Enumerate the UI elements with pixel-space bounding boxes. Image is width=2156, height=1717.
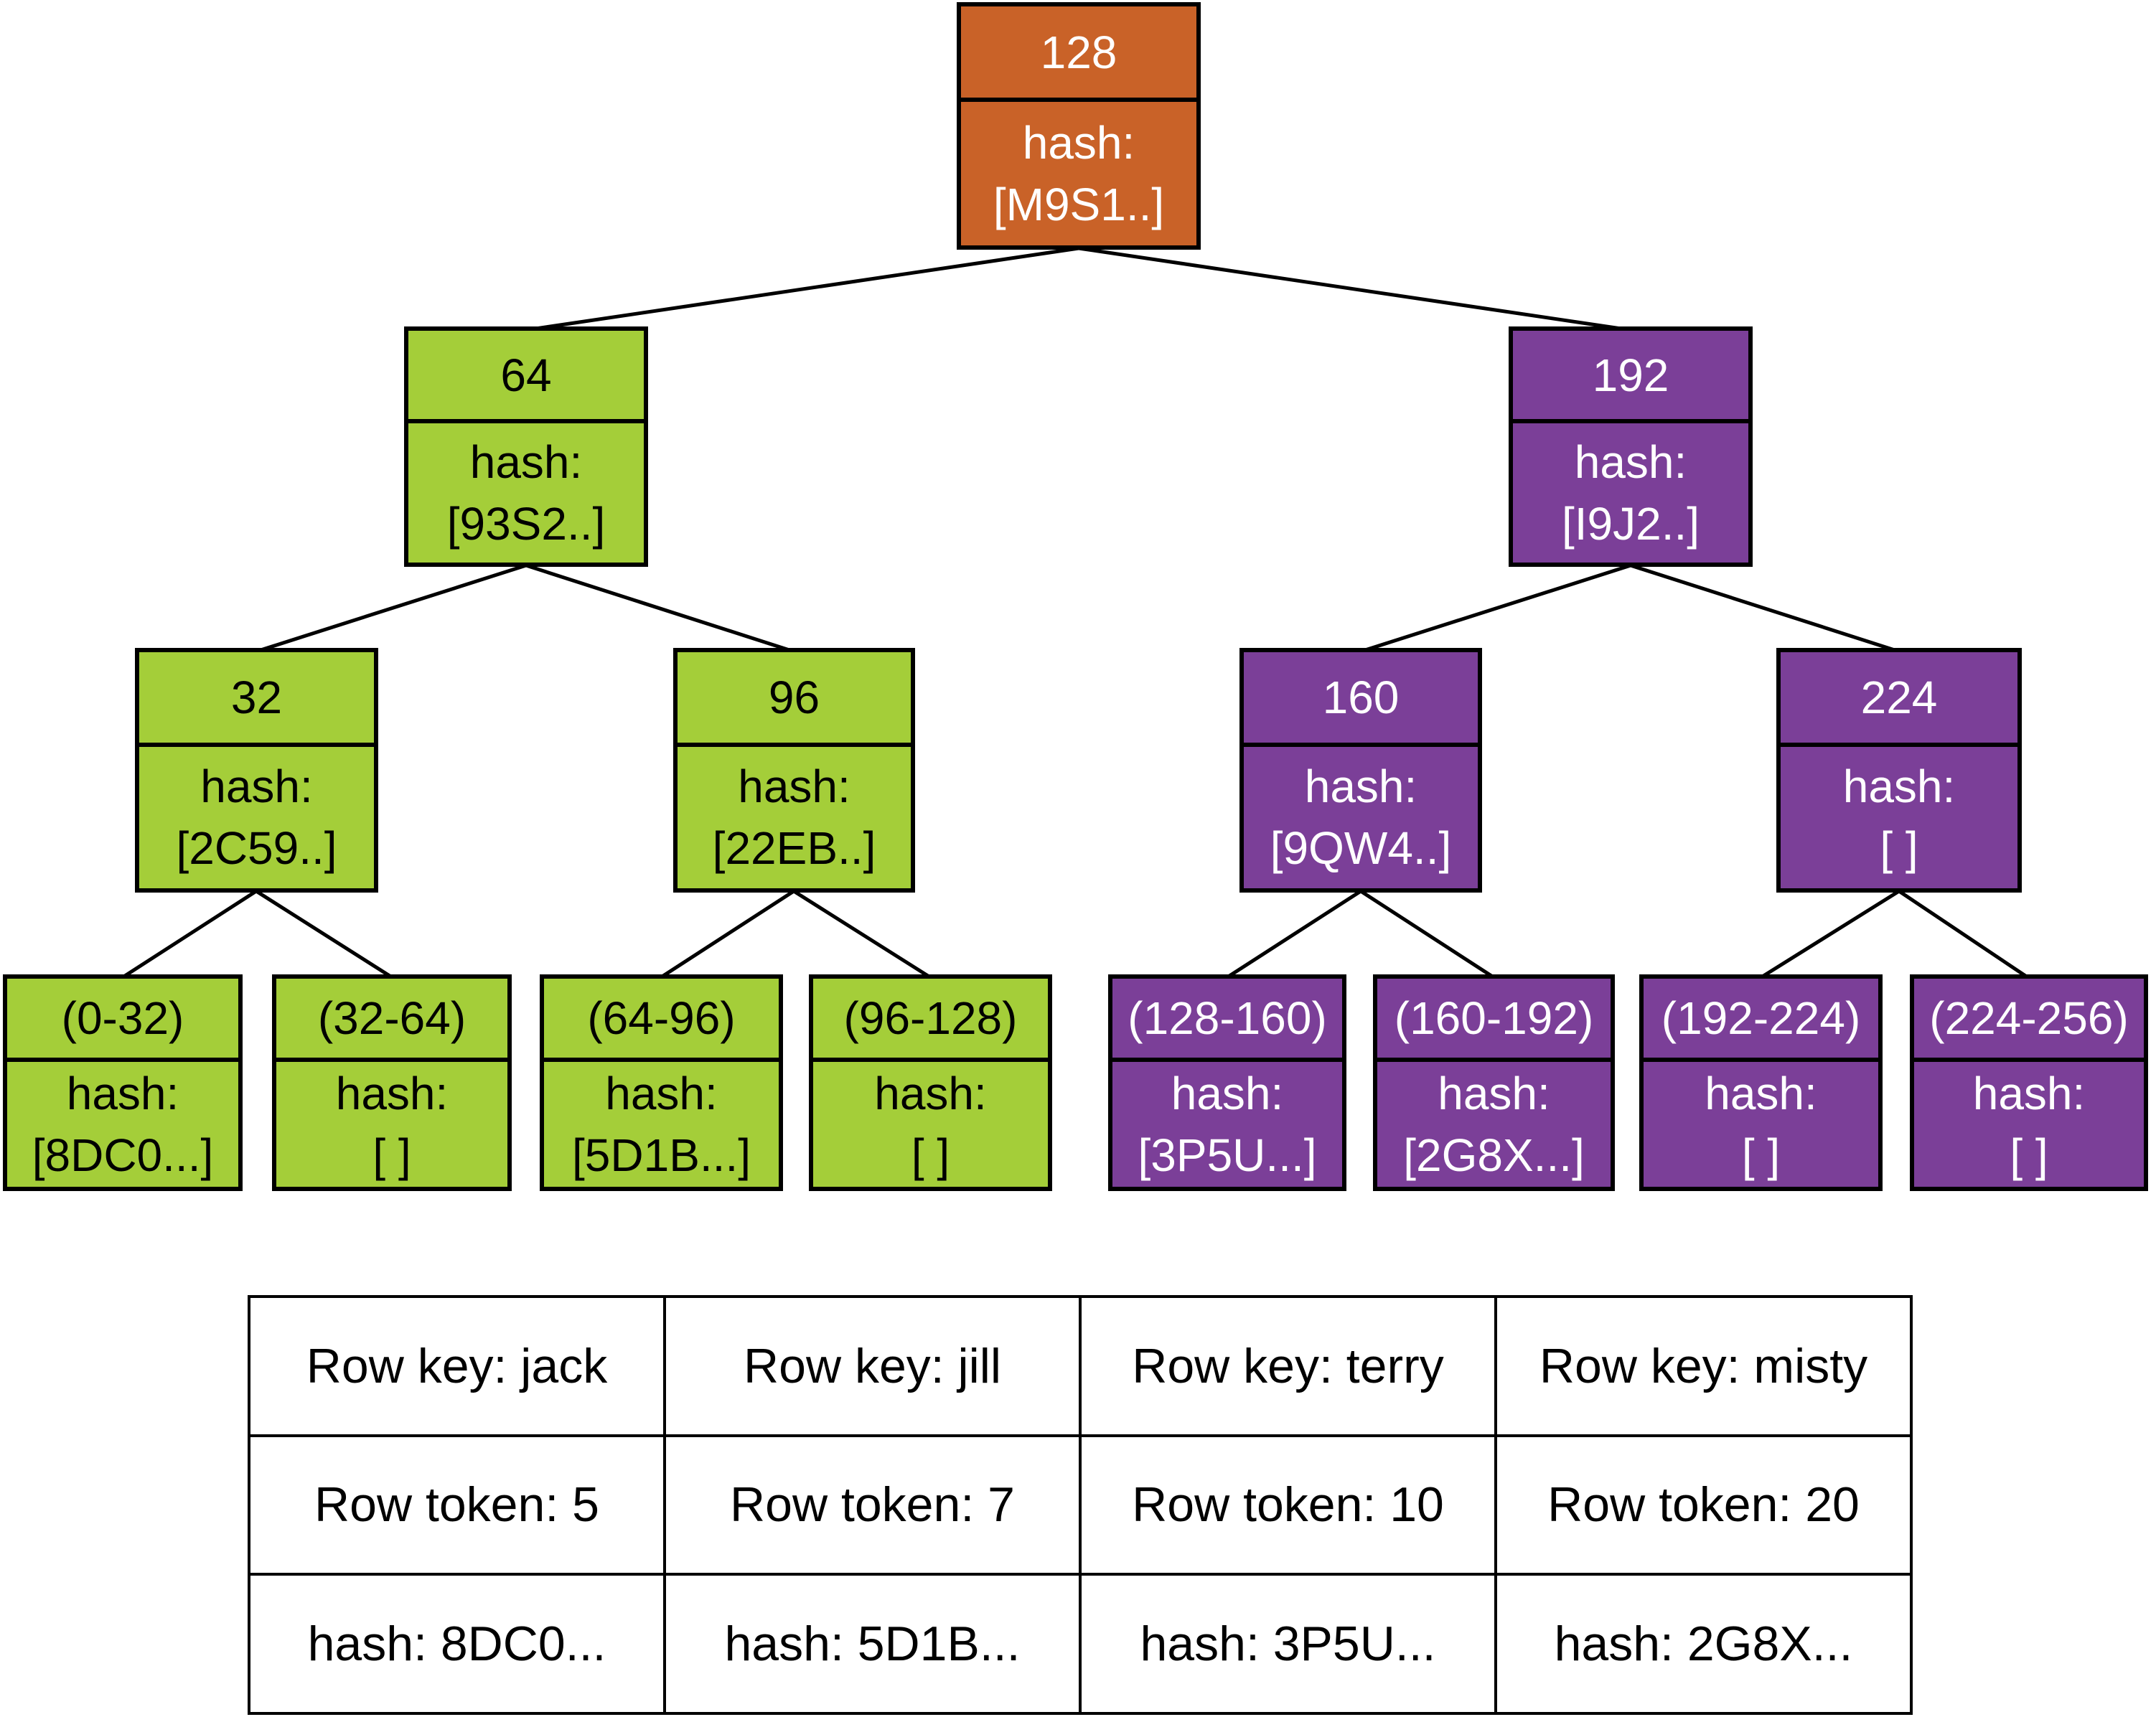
node-hash-block: hash: [I9J2..]	[1513, 423, 1748, 563]
node-hash-block: hash: [3P5U...]	[1112, 1062, 1342, 1187]
hash-label: hash:	[1438, 1067, 1550, 1119]
tree-node-96: 96 hash: [22EB..]	[673, 648, 915, 893]
table-cell: Row token: 20	[1494, 1434, 1913, 1576]
node-hash-block: hash: [93S2..]	[408, 423, 644, 563]
node-hash-block: hash: [9QW4..]	[1244, 747, 1478, 888]
node-token-label: 96	[678, 652, 911, 747]
hash-label: hash:	[1972, 1067, 2086, 1119]
leaf-range-label: (192-224)	[1644, 979, 1878, 1062]
leaf-range-label: (0-32)	[7, 979, 238, 1062]
node-hash-block: hash: [22EB..]	[678, 747, 911, 888]
hash-label: hash:	[1304, 760, 1417, 812]
leaf-range-label: (224-256)	[1914, 979, 2144, 1062]
node-token-label: 128	[961, 6, 1196, 103]
node-hash-block: hash: [ ]	[1781, 747, 2017, 888]
hash-value: [2G8X...]	[1403, 1129, 1585, 1181]
leaf-range-label: (96-128)	[813, 979, 1048, 1062]
node-hash-block: hash: [M9S1..]	[961, 102, 1196, 245]
tree-node-64: 64 hash: [93S2..]	[404, 326, 648, 567]
hash-label: hash:	[335, 1067, 449, 1119]
hash-label: hash:	[1171, 1067, 1284, 1119]
node-hash-block: hash: [8DC0...]	[7, 1062, 238, 1187]
connector-line-group	[121, 246, 2029, 979]
table-cell: hash: 3P5U...	[1079, 1573, 1497, 1715]
leaf-range-label: (128-160)	[1112, 979, 1342, 1062]
hash-label: hash:	[874, 1067, 987, 1119]
node-hash-block: hash: [5D1B...]	[544, 1062, 779, 1187]
leaf-range-label: (160-192)	[1377, 979, 1611, 1062]
table-cell: Row token: 7	[663, 1434, 1082, 1576]
hash-value: [22EB..]	[712, 822, 876, 875]
hash-label: hash:	[469, 436, 583, 488]
hash-label: hash:	[200, 760, 313, 812]
tree-leaf-160-192: (160-192) hash: [2G8X...]	[1373, 974, 1615, 1191]
table-row-tokens: Row token: 5 Row token: 7 Row token: 10 …	[248, 1434, 1913, 1576]
hash-label: hash:	[66, 1067, 179, 1119]
tree-node-root-128: 128 hash: [M9S1..]	[957, 2, 1201, 250]
tree-node-224: 224 hash: [ ]	[1776, 648, 2022, 893]
node-token-label: 192	[1513, 331, 1748, 424]
table-cell: hash: 2G8X...	[1494, 1573, 1913, 1715]
tree-leaf-224-256: (224-256) hash: [ ]	[1910, 974, 2148, 1191]
hash-label: hash:	[1842, 760, 1956, 812]
node-token-label: 160	[1244, 652, 1478, 747]
table-cell: Row key: terry	[1079, 1295, 1497, 1437]
node-token-label: 32	[139, 652, 374, 747]
table-cell: Row key: misty	[1494, 1295, 1913, 1437]
tree-leaf-32-64: (32-64) hash: [ ]	[272, 974, 512, 1191]
table-cell: hash: 5D1B...	[663, 1573, 1082, 1715]
tree-node-192: 192 hash: [I9J2..]	[1509, 326, 1753, 567]
table-cell: Row key: jill	[663, 1295, 1082, 1437]
tree-node-160: 160 hash: [9QW4..]	[1239, 648, 1482, 893]
tree-leaf-64-96: (64-96) hash: [5D1B...]	[540, 974, 783, 1191]
node-hash-block: hash: [ ]	[1914, 1062, 2144, 1187]
leaf-range-label: (32-64)	[276, 979, 507, 1062]
hash-value: [ ]	[1741, 1129, 1781, 1181]
hash-label: hash:	[605, 1067, 718, 1119]
hash-value: [93S2..]	[446, 498, 606, 550]
hash-value: [ ]	[372, 1129, 411, 1181]
table-cell: Row key: jack	[248, 1295, 666, 1437]
leaf-range-label: (64-96)	[544, 979, 779, 1062]
table-row-keys: Row key: jack Row key: jill Row key: ter…	[248, 1295, 1913, 1437]
table-cell: Row token: 10	[1079, 1434, 1497, 1576]
node-token-label: 224	[1781, 652, 2017, 747]
hash-label: hash:	[738, 760, 850, 812]
hash-value: [ ]	[911, 1129, 950, 1181]
node-hash-block: hash: [ ]	[813, 1062, 1048, 1187]
hash-value: [3P5U...]	[1138, 1129, 1317, 1181]
tree-leaf-0-32: (0-32) hash: [8DC0...]	[3, 974, 243, 1191]
node-hash-block: hash: [ ]	[1644, 1062, 1878, 1187]
node-token-label: 64	[408, 331, 644, 424]
node-hash-block: hash: [2G8X...]	[1377, 1062, 1611, 1187]
hash-value: [M9S1..]	[993, 179, 1165, 231]
hash-value: [ ]	[1880, 822, 1918, 875]
table-row-hashes: hash: 8DC0... hash: 5D1B... hash: 3P5U..…	[248, 1573, 1913, 1715]
node-hash-block: hash: [2C59..]	[139, 747, 374, 888]
node-hash-block: hash: [ ]	[276, 1062, 507, 1187]
tree-leaf-128-160: (128-160) hash: [3P5U...]	[1108, 974, 1346, 1191]
hash-value: [ ]	[2010, 1129, 2048, 1181]
tree-leaf-192-224: (192-224) hash: [ ]	[1639, 974, 1883, 1191]
hash-value: [2C59..]	[176, 822, 337, 875]
table-cell: hash: 8DC0...	[248, 1573, 666, 1715]
row-data-table: Row key: jack Row key: jill Row key: ter…	[248, 1295, 1913, 1715]
hash-label: hash:	[1574, 436, 1687, 488]
hash-value: [9QW4..]	[1270, 822, 1452, 875]
table-cell: Row token: 5	[248, 1434, 666, 1576]
hash-value: [5D1B...]	[572, 1129, 751, 1181]
hash-value: [8DC0...]	[32, 1129, 214, 1181]
hash-value: [I9J2..]	[1561, 498, 1700, 550]
tree-node-32: 32 hash: [2C59..]	[135, 648, 378, 893]
hash-label: hash:	[1022, 116, 1135, 169]
hash-label: hash:	[1705, 1067, 1817, 1119]
tree-leaf-96-128: (96-128) hash: [ ]	[809, 974, 1052, 1191]
